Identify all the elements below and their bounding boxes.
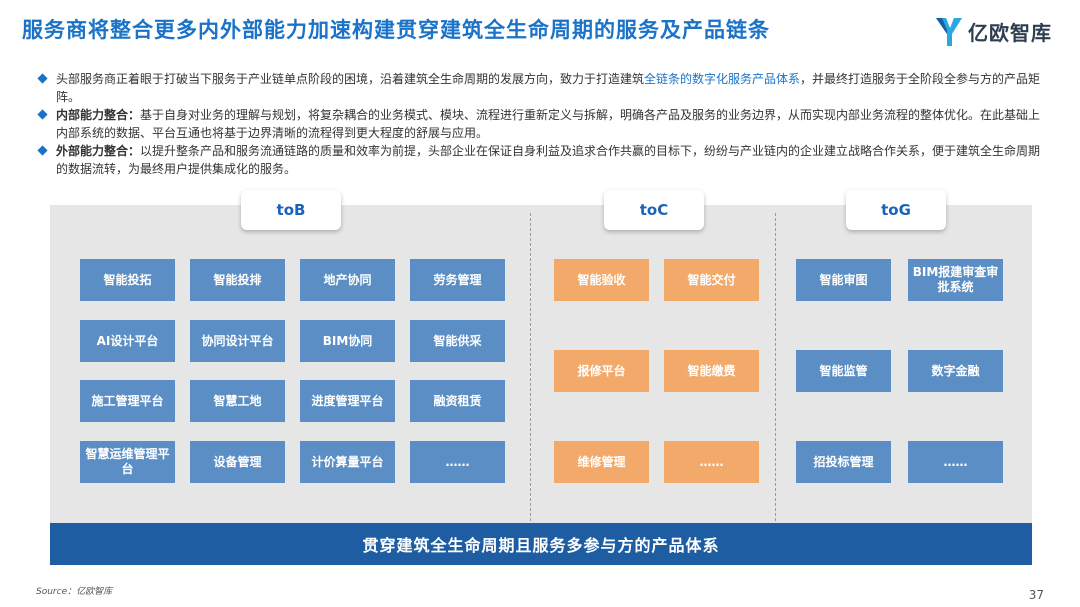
- bullet-lead: 外部能力整合：: [56, 144, 141, 158]
- tob-item: 进度管理平台: [300, 380, 395, 422]
- tob-item: 智慧工地: [190, 380, 285, 422]
- tob-item: ……: [410, 441, 505, 483]
- tab-tob: toB: [241, 190, 341, 230]
- diamond-bullet-icon: [37, 73, 48, 84]
- tog-item: 智能监管: [796, 350, 891, 392]
- tob-item: 智慧运维管理平台: [80, 441, 175, 483]
- tob-item: 融资租赁: [410, 380, 505, 422]
- brand-logo: 亿欧智库: [934, 14, 1052, 48]
- tog-item: ……: [908, 441, 1003, 483]
- page-title: 服务商将整合更多内外部能力加速构建贯穿建筑全生命周期的服务及产品链条: [22, 18, 770, 42]
- bullet-item: 头部服务商正着眼于打破当下服务于产业链单点阶段的困境，沿着建筑全生命周期的发展方…: [37, 70, 1048, 106]
- bullet-text: 头部服务商正着眼于打破当下服务于产业链单点阶段的困境，沿着建筑全生命周期的发展方…: [56, 72, 645, 86]
- tog-item: 智能审图: [796, 259, 891, 301]
- toc-item: 维修管理: [554, 441, 649, 483]
- toc-item: 报修平台: [554, 350, 649, 392]
- tob-item: 智能投拓: [80, 259, 175, 301]
- diamond-bullet-icon: [37, 109, 48, 120]
- bullet-text-after: ，并最终打造服务于全阶段全参与方的产品矩阵。: [56, 72, 1041, 104]
- bullet-list: 头部服务商正着眼于打破当下服务于产业链单点阶段的困境，沿着建筑全生命周期的发展方…: [37, 70, 1048, 178]
- section-divider: [775, 213, 776, 521]
- toc-item: 智能验收: [554, 259, 649, 301]
- tob-item: 计价算量平台: [300, 441, 395, 483]
- yiou-logo-icon: [936, 18, 962, 46]
- bullet-text: 基于自身对业务的理解与规划，将复杂耦合的业务模式、模块、流程进行重新定义与拆解，…: [56, 108, 1041, 140]
- tob-item: 施工管理平台: [80, 380, 175, 422]
- bullet-item: 内部能力整合：基于自身对业务的理解与规划，将复杂耦合的业务模式、模块、流程进行重…: [37, 106, 1048, 142]
- toc-item: 智能缴费: [664, 350, 759, 392]
- tog-item: 数字金融: [908, 350, 1003, 392]
- tob-item: 智能供采: [410, 320, 505, 362]
- page-number: 37: [1028, 588, 1044, 602]
- tab-toc: toC: [604, 190, 704, 230]
- summary-bar: 贯穿建筑全生命周期且服务多参与方的产品体系: [50, 523, 1032, 565]
- tob-item: 设备管理: [190, 441, 285, 483]
- bullet-text: 以提升整条产品和服务流通链路的质量和效率为前提，头部企业在保证自身利益及追求合作…: [56, 144, 1041, 176]
- bullet-item: 外部能力整合：以提升整条产品和服务流通链路的质量和效率为前提，头部企业在保证自身…: [37, 142, 1048, 178]
- tob-item: 协同设计平台: [190, 320, 285, 362]
- bullet-lead: 内部能力整合：: [56, 108, 141, 122]
- diamond-bullet-icon: [37, 145, 48, 156]
- tob-item: BIM协同: [300, 320, 395, 362]
- bullet-highlight: 全链条的数字化服务产品体系: [644, 72, 801, 86]
- section-divider: [530, 213, 531, 521]
- tog-item: BIM报建审查审批系统: [908, 259, 1003, 301]
- tob-item: 地产协同: [300, 259, 395, 301]
- toc-item: ……: [664, 441, 759, 483]
- tob-item: 智能投排: [190, 259, 285, 301]
- toc-item: 智能交付: [664, 259, 759, 301]
- tob-item: 劳务管理: [410, 259, 505, 301]
- source-note: Source：亿欧智库: [36, 587, 113, 597]
- tog-item: 招投标管理: [796, 441, 891, 483]
- logo-text: 亿欧智库: [968, 20, 1052, 45]
- tab-tog: toG: [846, 190, 946, 230]
- tob-item: AI设计平台: [80, 320, 175, 362]
